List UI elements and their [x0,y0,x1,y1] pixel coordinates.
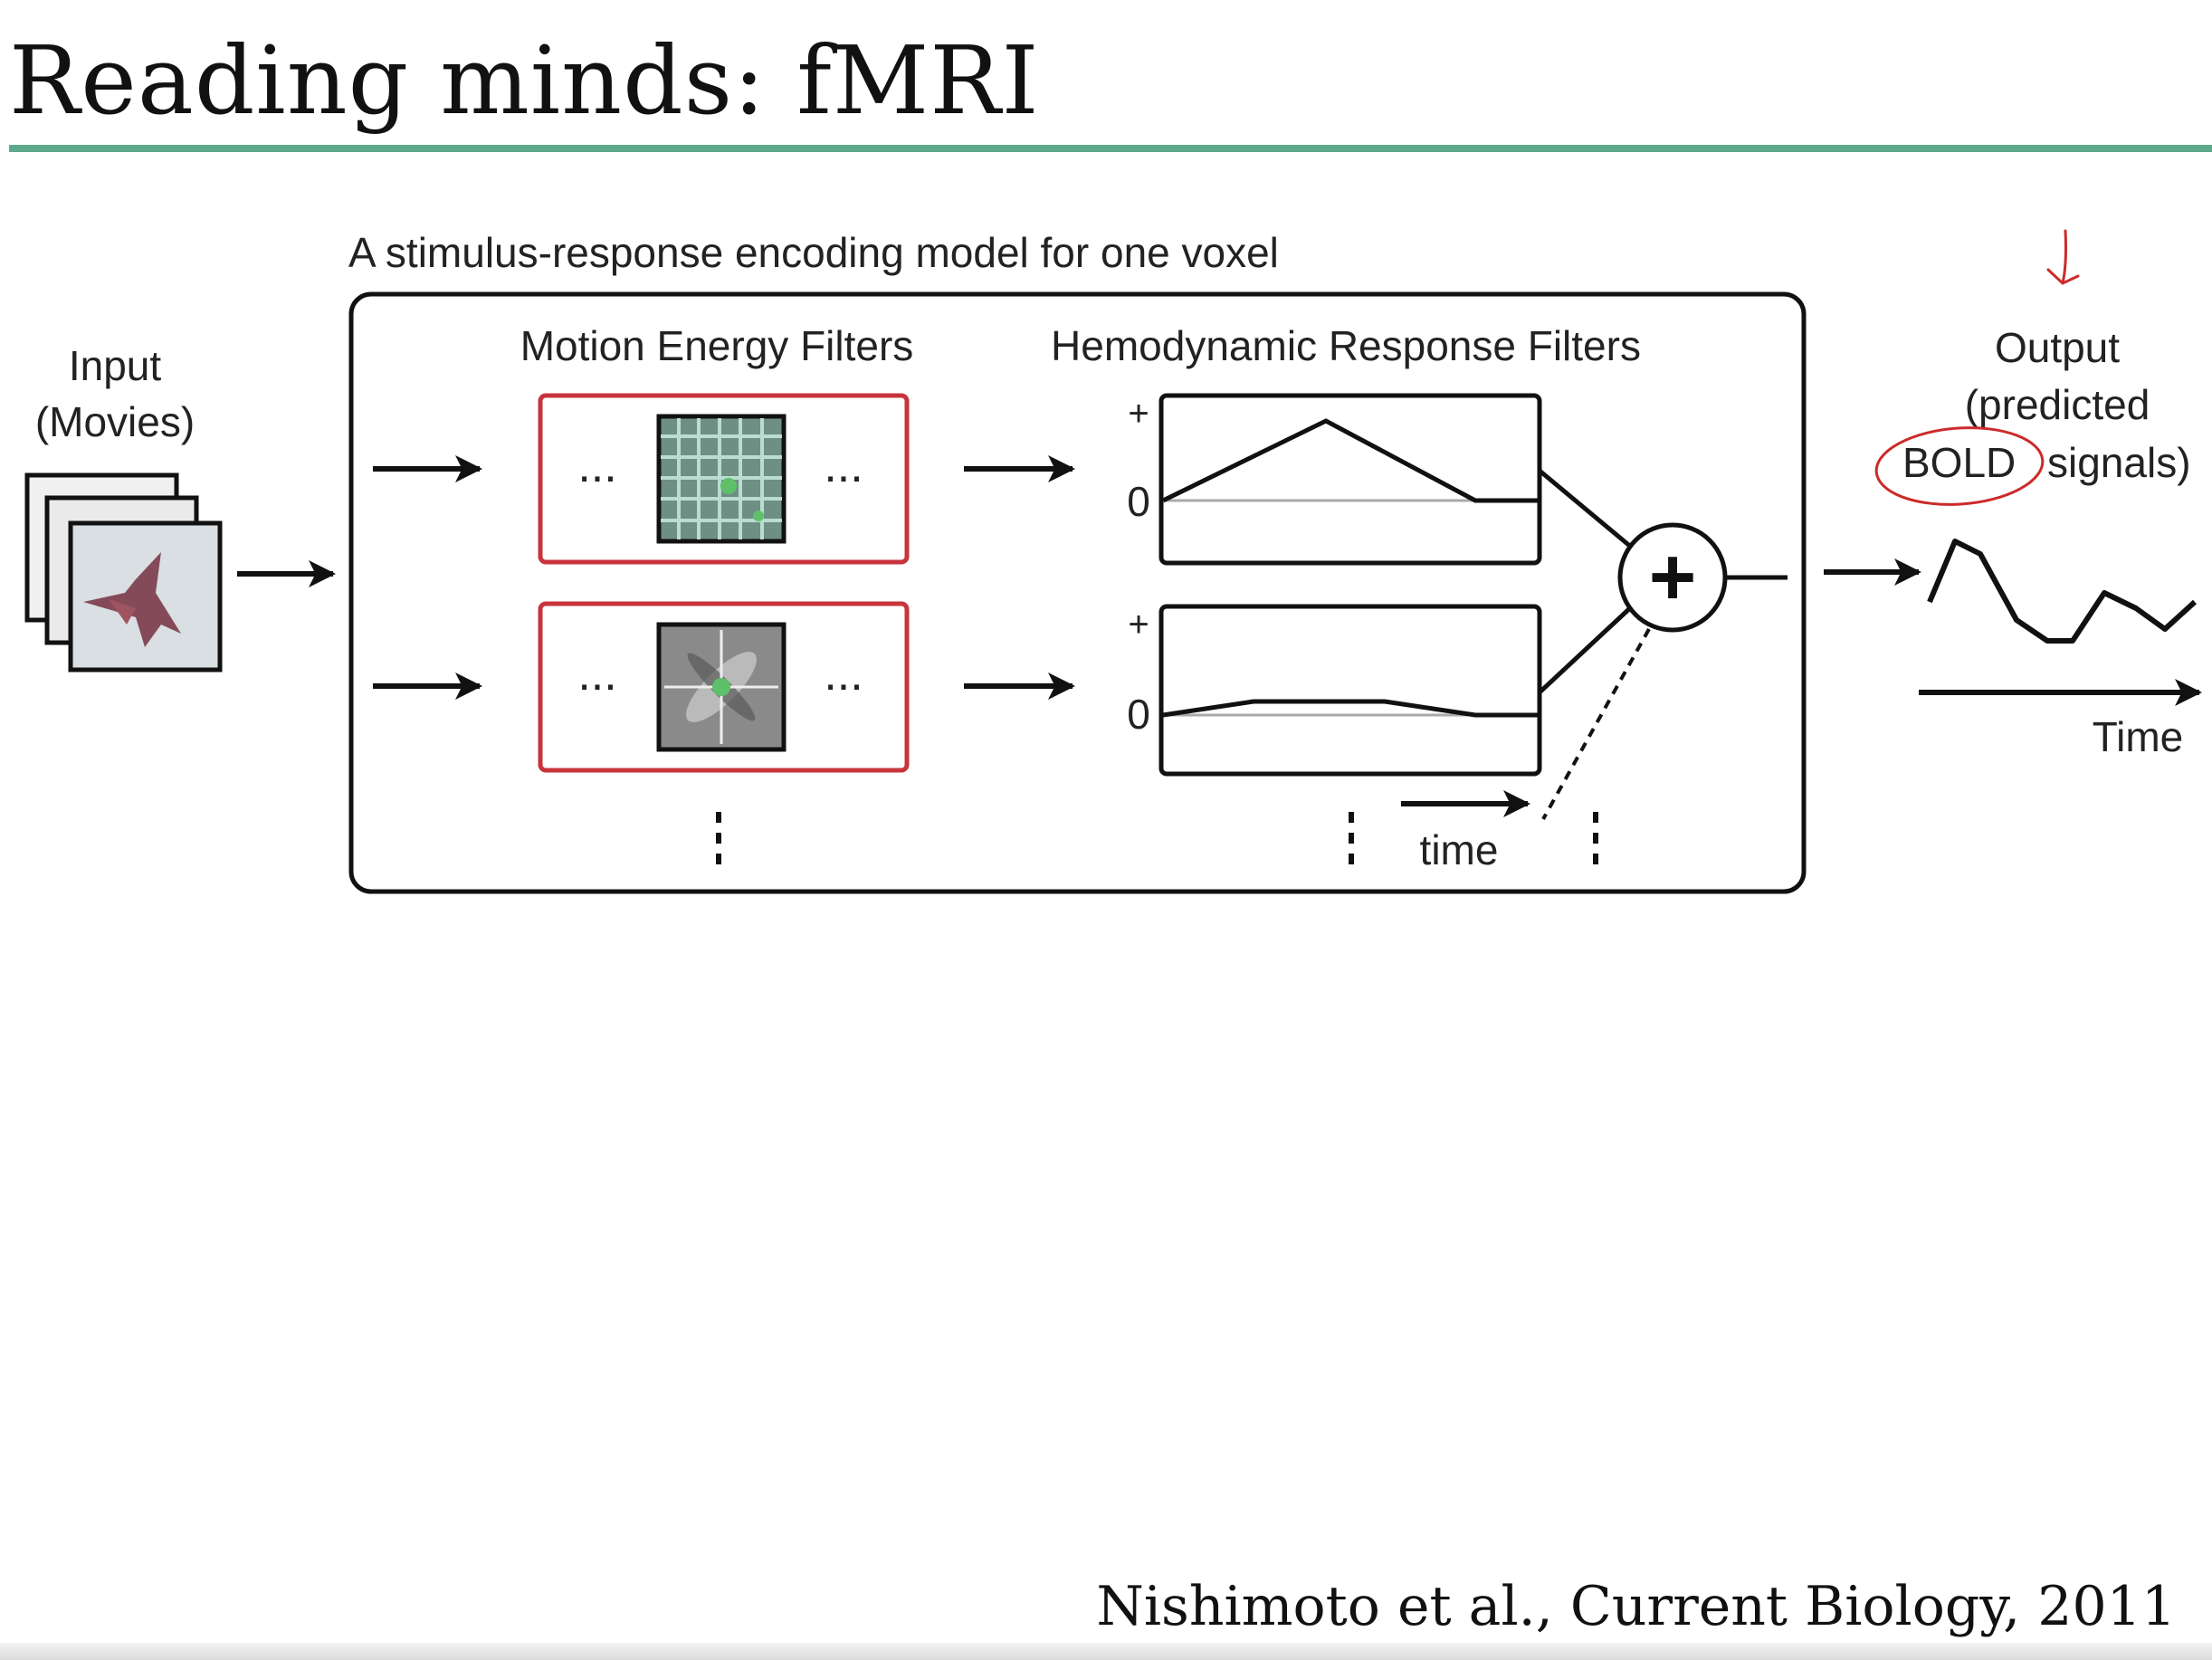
sum-input-line-2 [1538,605,1634,694]
plus-tick-2: + [1128,605,1149,644]
ellipsis-left-1: ... [577,440,616,492]
sum-node: + [1617,522,1728,633]
hemodynamic-filters-header: Hemodynamic Response Filters [1051,322,1641,369]
output-label-bold: BOLD [1902,439,2016,486]
more-filters-dots [716,812,721,864]
bird-image [83,552,181,647]
motion-filter-2: ... ... [538,601,910,773]
sum-input-line-1 [1538,469,1634,549]
plus-tick-1: + [1128,394,1149,434]
gabor-filter-pattern [664,630,778,744]
more-hrf-dots-right [1593,812,1598,864]
hemodynamic-plot-1: + 0 [1127,393,1542,566]
input-label: Input [69,342,162,389]
output-label-signals: signals) [2047,439,2191,486]
inner-time-label: time [1420,826,1499,873]
zero-tick-1: 0 [1127,478,1150,525]
output-label: Output [1995,324,2120,371]
zero-tick-2: 0 [1127,691,1150,738]
hemodynamic-plot-2: + 0 [1127,604,1542,777]
bottom-edge-shade [0,1643,2212,1660]
input-label-sub: (Movies) [35,398,195,445]
output-time-label: Time [2093,713,2184,760]
diagram-caption: A stimulus-response encoding model for o… [348,229,1279,276]
predicted-bold-signal [1927,539,2198,644]
grid-filter-pattern [661,418,782,539]
movie-frames [24,472,223,673]
motion-energy-filters-header: Motion Energy Filters [520,322,914,369]
ellipsis-left-2: ... [577,648,616,701]
motion-filter-1: ... ... [538,393,910,565]
model-box [348,291,1807,894]
encoding-model-diagram: A stimulus-response encoding model for o… [24,229,2202,894]
ellipsis-right-1: ... [824,440,863,492]
bold-circle-annotation [1874,426,2045,506]
red-arrow-annotation [2046,229,2080,285]
title-divider [9,145,2212,152]
citation: Nishimoto et al., Current Biology, 2011 [1096,1575,2176,1638]
slide-title: Reading minds: fMRI [9,25,1040,136]
output-label-sub: (predicted [1965,381,2150,428]
sum-symbol: + [1649,532,1697,623]
ellipsis-right-2: ... [824,648,863,701]
bold-word: BOLD [1902,439,2016,486]
sum-input-line-3 [1541,628,1651,820]
more-hrf-dots-left [1349,812,1354,864]
